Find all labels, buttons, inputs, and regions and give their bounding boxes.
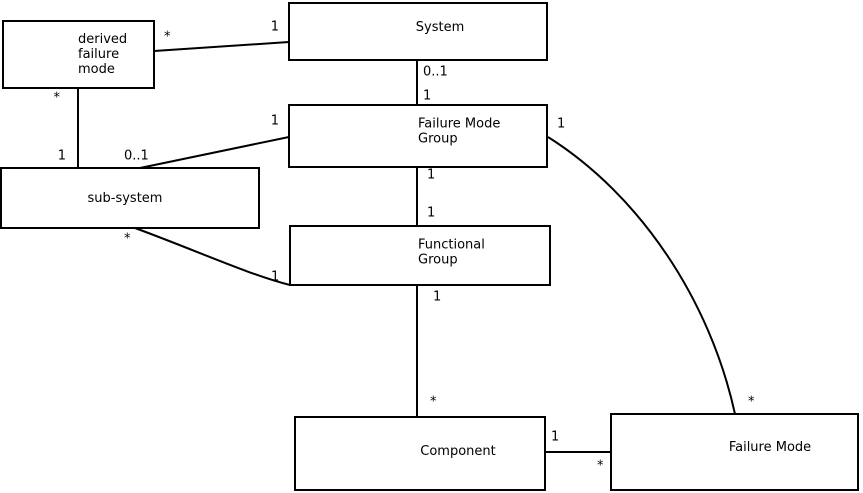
- multiplicity-label: 1: [271, 270, 279, 285]
- class-box-border: [288, 2, 548, 61]
- multiplicity-label: 1: [271, 20, 279, 35]
- multiplicity-label: 1: [427, 206, 435, 221]
- class-box-label-line: mode: [78, 62, 115, 77]
- class-box-system[interactable]: System: [288, 2, 548, 61]
- multiplicity-label: 1: [551, 430, 559, 445]
- multiplicity-label: 0..1: [423, 65, 448, 80]
- class-box-label: Failure Mode: [729, 440, 811, 455]
- class-box-label-line: Failure Mode: [729, 440, 811, 455]
- class-box-failure-mode[interactable]: Failure Mode: [610, 413, 859, 491]
- multiplicity-label: *: [430, 395, 437, 410]
- class-box-border: [2, 20, 155, 89]
- association-line: [547, 136, 736, 415]
- class-box-component[interactable]: Component: [294, 416, 546, 491]
- class-box-border: [288, 104, 548, 168]
- class-box-label: System: [416, 20, 464, 35]
- multiplicity-label: 1: [58, 149, 66, 164]
- class-box-border: [294, 416, 546, 491]
- class-box-label: Component: [420, 444, 495, 459]
- class-box-label-line: System: [416, 20, 464, 35]
- class-box-label: sub-system: [88, 191, 163, 206]
- multiplicity-labels-layer: * 1 0..1 1 * 1 0..1 1 1 1 * 1 1 * 1 * 1 *: [54, 20, 756, 474]
- class-box-border: [289, 225, 551, 286]
- multiplicity-label: *: [164, 30, 171, 45]
- multiplicity-label: 1: [433, 290, 441, 305]
- class-box-border: [610, 413, 859, 491]
- association-line: [134, 227, 291, 286]
- class-box-sub-system[interactable]: sub-system: [0, 167, 260, 229]
- multiplicity-label: *: [597, 459, 604, 474]
- association-line: [139, 136, 290, 169]
- class-box-label-line: derived: [78, 32, 127, 47]
- class-box-label-line: Functional: [418, 237, 485, 252]
- association-line: [153, 41, 290, 52]
- multiplicity-label: 1: [423, 89, 431, 104]
- multiplicity-label: 1: [557, 117, 565, 132]
- edges-layer: [77, 41, 736, 453]
- multiplicity-label: *: [54, 91, 61, 106]
- multiplicity-label: 1: [427, 168, 435, 183]
- class-box-label-line: failure: [78, 47, 119, 62]
- class-box-label-line: Failure Mode: [418, 116, 500, 131]
- class-box-label-line: Group: [418, 131, 458, 146]
- multiplicity-label: 0..1: [124, 149, 149, 164]
- class-box-label-line: Group: [418, 252, 458, 267]
- class-box-label-line: Component: [420, 444, 495, 459]
- multiplicity-label: *: [748, 395, 755, 410]
- class-box-label-line: sub-system: [88, 191, 163, 206]
- class-box-border: [0, 167, 260, 229]
- multiplicity-label: 1: [271, 114, 279, 129]
- multiplicity-label: *: [124, 232, 131, 247]
